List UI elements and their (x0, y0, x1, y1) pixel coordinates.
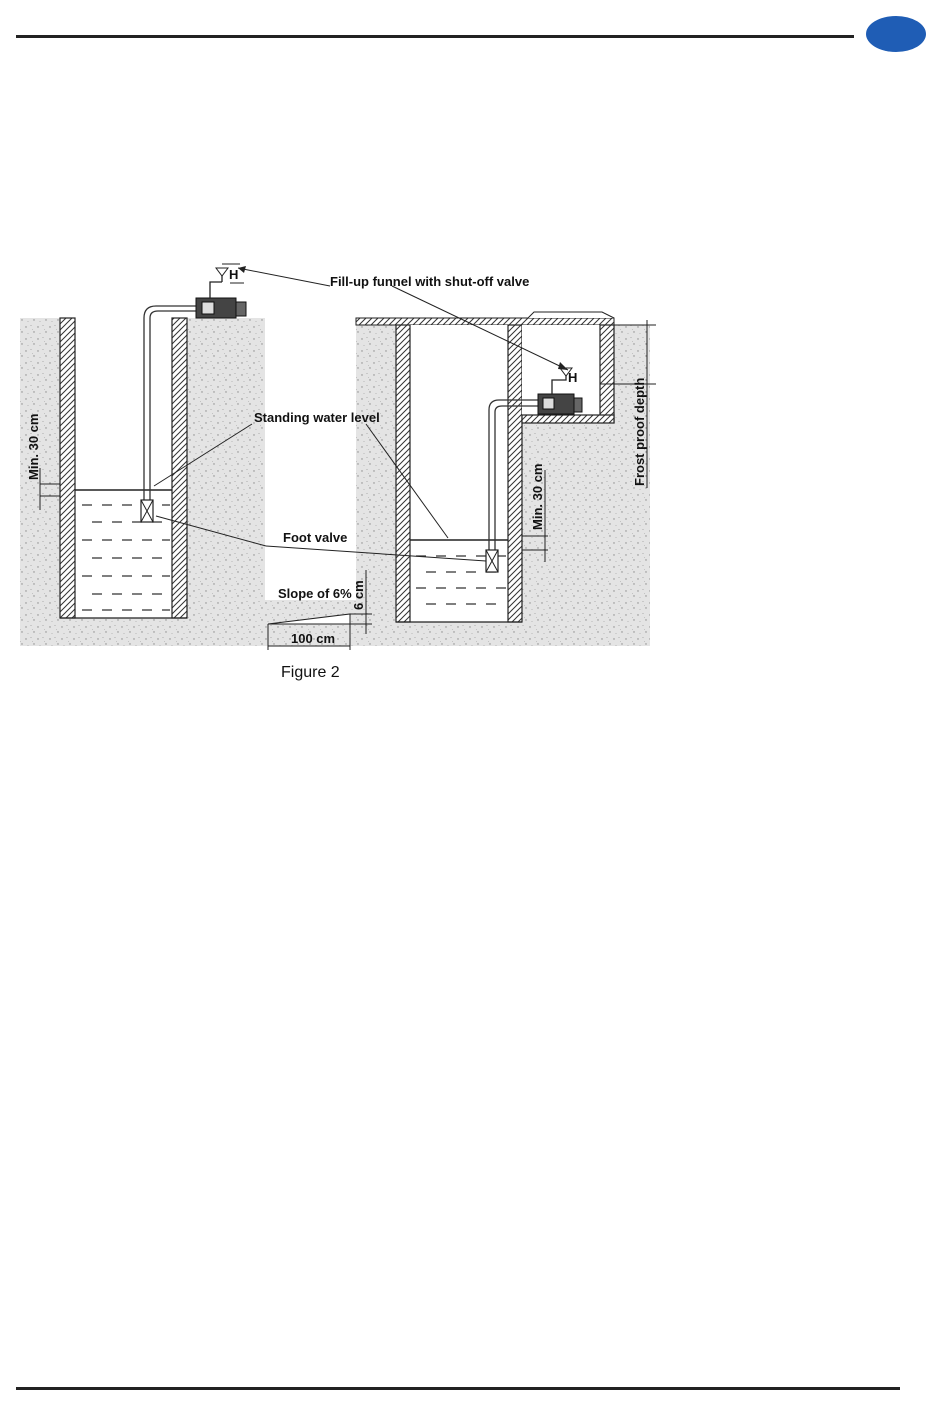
right-well-interior (410, 325, 508, 622)
fill-funnel-label: Fill-up funnel with shut-off valve (330, 274, 529, 289)
hundred-cm-label: 100 cm (291, 631, 335, 646)
right-valve-mark: H (568, 370, 577, 385)
right-min-30-label: Min. 30 cm (530, 464, 545, 530)
figure-caption: Figure 2 (281, 664, 340, 681)
left-pump (196, 264, 246, 318)
left-well-interior (75, 318, 172, 618)
footer-rule (16, 1387, 900, 1390)
well-installation-diagram: H Min. 30 cm H Min. 30 cm Frost proof de… (0, 240, 950, 710)
left-well-wall-left (60, 318, 75, 618)
left-well-wall-right (172, 318, 187, 618)
six-cm-label: 6 cm (351, 580, 366, 610)
right-cover-slab (356, 318, 614, 325)
page-badge (866, 16, 926, 52)
frost-proof-label: Frost proof depth (632, 378, 647, 486)
pump-chamber-wall (600, 325, 614, 422)
pump-chamber-floor (522, 415, 614, 423)
right-well-wall-right (508, 325, 522, 622)
left-min-30-label: Min. 30 cm (26, 414, 41, 480)
header-rule (16, 35, 854, 38)
foot-valve-label: Foot valve (283, 530, 347, 545)
standing-water-label: Standing water level (254, 410, 380, 425)
right-well-wall-left (396, 325, 410, 622)
left-valve-mark: H (229, 267, 238, 282)
slope-label: Slope of 6% (278, 586, 352, 601)
